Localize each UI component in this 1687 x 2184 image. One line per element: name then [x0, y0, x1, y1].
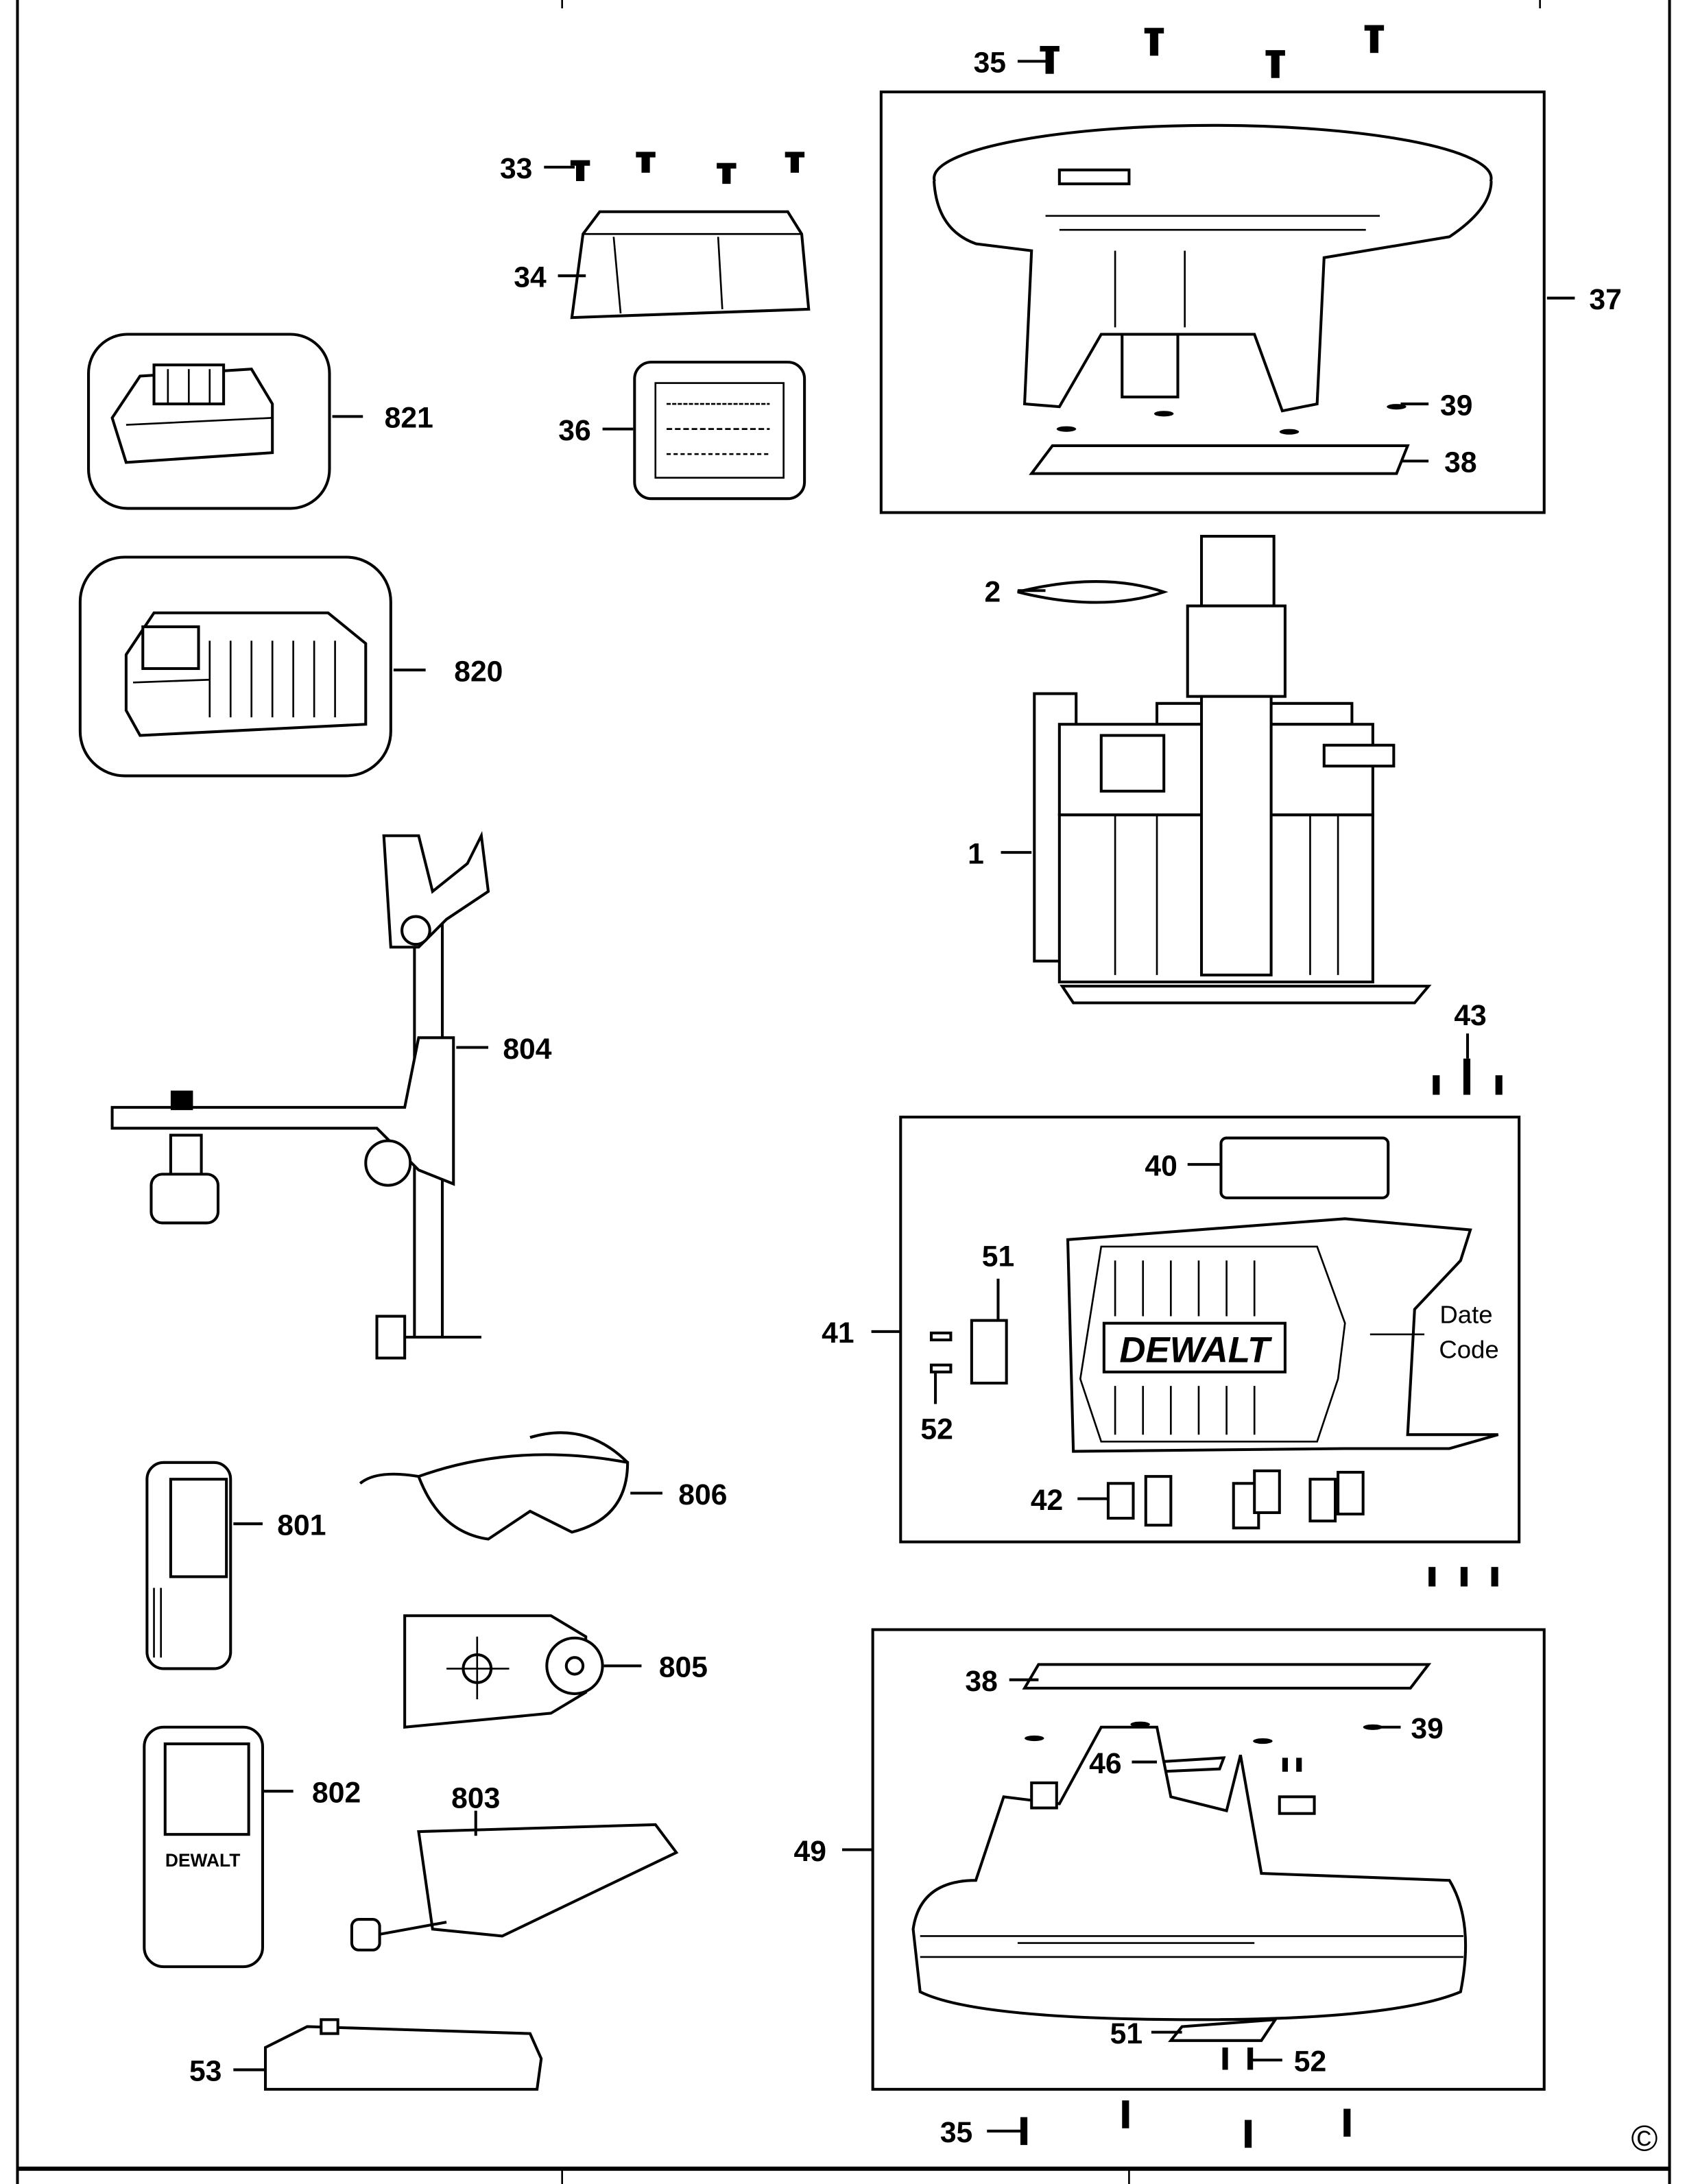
label-41: 41 — [822, 1317, 854, 1349]
label-51-mid: 51 — [982, 1240, 1014, 1273]
screw-set-43 — [1433, 1058, 1503, 1095]
part-42-clips — [1106, 1469, 1365, 1530]
label-820: 820 — [454, 655, 503, 688]
part-51-clip-bottom — [1168, 2017, 1278, 2042]
group-box-820 — [78, 555, 392, 778]
part-41-mid-housing: DEWALT — [1066, 1217, 1499, 1453]
label-801: 801 — [277, 1509, 326, 1541]
part-820-charger — [124, 611, 368, 737]
label-2: 2 — [984, 576, 1001, 609]
screw-set-between — [1428, 1567, 1498, 1587]
screw-set-35-bottom — [1020, 2100, 1351, 2148]
date-code-line1: Date — [1439, 1301, 1492, 1329]
label-39-bottom: 39 — [1411, 1712, 1443, 1745]
label-34: 34 — [514, 261, 547, 293]
label-35-bottom: 35 — [940, 2116, 972, 2149]
part-37-top-housing — [933, 123, 1493, 435]
screw-set-33 — [570, 152, 805, 184]
label-36: 36 — [558, 414, 590, 447]
part-40-label — [1219, 1136, 1390, 1199]
label-38-bottom: 38 — [965, 1665, 997, 1698]
label-52-mid: 52 — [920, 1413, 953, 1445]
screw-set-35-top — [1040, 25, 1385, 78]
label-43: 43 — [1454, 999, 1486, 1032]
label-39-top: 39 — [1440, 389, 1472, 422]
leader-lines — [233, 60, 1575, 2133]
label-804: 804 — [503, 1033, 551, 1066]
label-37: 37 — [1589, 283, 1621, 316]
dewalt-logo: DEWALT — [1119, 1330, 1272, 1371]
part-number-labels: 35 33 34 37 821 36 39 38 2 820 1 804 43 … — [189, 47, 1658, 2159]
label-49: 49 — [794, 1835, 826, 1868]
label-sheet-text-lines — [654, 382, 785, 479]
label-821: 821 — [385, 402, 433, 435]
group-box-41 — [899, 1116, 1521, 1544]
part-46-spring — [1156, 1756, 1226, 1773]
part-2-o-ring — [1017, 580, 1169, 604]
part-806-safety-glasses — [359, 1431, 630, 1541]
part-38-gasket-top — [1029, 444, 1410, 475]
label-803: 803 — [451, 1782, 500, 1815]
part-804-wall-mount — [110, 830, 490, 1360]
label-802: 802 — [312, 1776, 361, 1809]
label-51-bottom: 51 — [1110, 2017, 1142, 2050]
label-42: 42 — [1031, 1484, 1063, 1517]
label-40: 40 — [1145, 1149, 1177, 1182]
part-805-target-card — [403, 1614, 604, 1729]
sheet-frame — [16, 0, 1671, 2184]
label-38-top: 38 — [1444, 446, 1476, 479]
part-39-pads-bottom — [1025, 1721, 1383, 1744]
label-52-bottom: 52 — [1294, 2045, 1326, 2078]
label-805: 805 — [659, 1651, 708, 1684]
label-53: 53 — [189, 2055, 222, 2088]
part-802-laser-detector: DEWALT — [143, 1725, 264, 1969]
dewalt-logo-802: DEWALT — [165, 1850, 240, 1871]
group-box-49 — [871, 1628, 1546, 2091]
part-34-cover — [570, 210, 811, 320]
part-821-battery — [110, 363, 274, 464]
label-33: 33 — [500, 152, 532, 185]
group-box-37 — [879, 91, 1546, 514]
group-box-821 — [87, 333, 331, 510]
label-806: 806 — [678, 1478, 727, 1511]
screw-set-52-bottom — [1222, 1757, 1302, 2070]
label-1: 1 — [968, 837, 984, 870]
part-803-detector-clamp — [350, 1823, 679, 1952]
part-51-clip-mid — [970, 1319, 1008, 1385]
label-35-top: 35 — [974, 47, 1006, 80]
label-46: 46 — [1089, 1747, 1121, 1780]
date-code-line2: Code — [1439, 1335, 1498, 1363]
part-801-remote — [145, 1461, 232, 1670]
part-1-laser-chassis — [1033, 535, 1432, 1005]
part-49-base-housing — [911, 1725, 1468, 2021]
screw-set-52-mid — [929, 1331, 953, 1373]
part-36-label-sheet — [633, 361, 806, 501]
copyright-mark: © — [1631, 2118, 1658, 2159]
part-53-base-plate — [264, 2018, 543, 2091]
part-38-gasket-bottom — [1022, 1663, 1432, 1690]
